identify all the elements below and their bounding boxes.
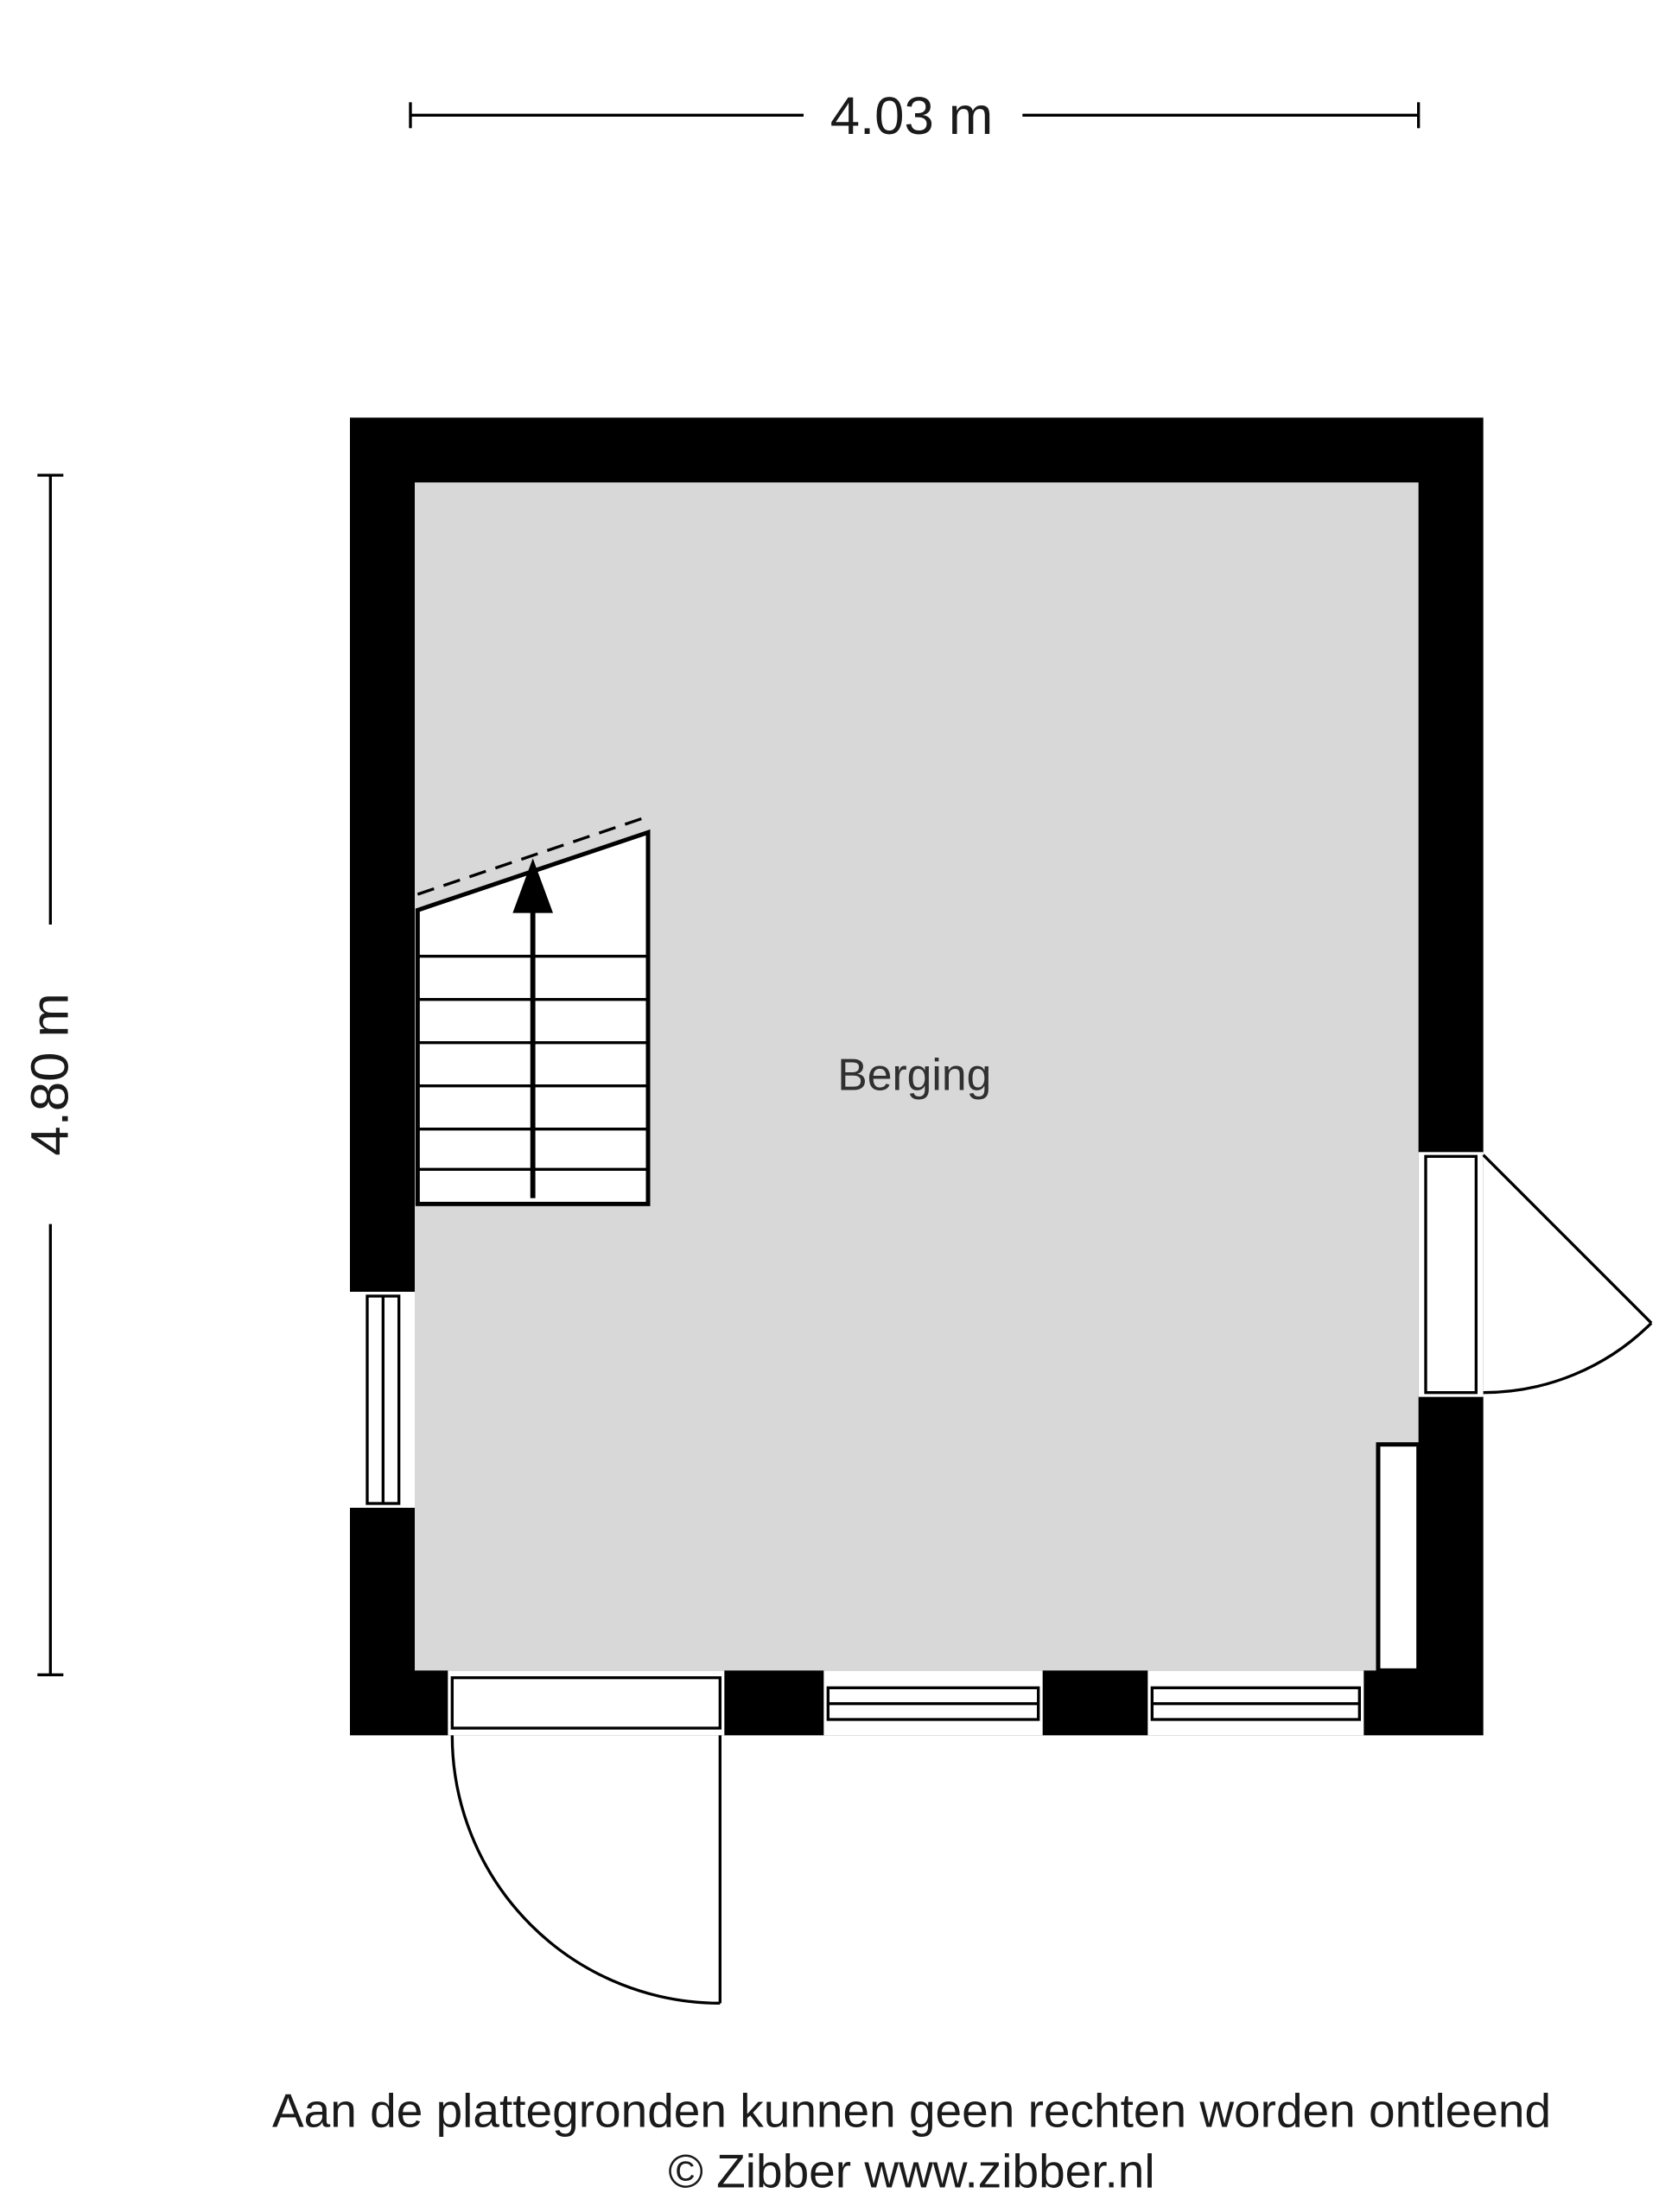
dimension-width — [409, 102, 1421, 129]
stairs-break-line — [416, 815, 649, 896]
wall-panel — [1376, 1442, 1421, 1673]
door-frame — [1424, 1154, 1478, 1395]
dimension-width-label: 4.03 m — [830, 86, 994, 146]
dimension-height-label: 4.80 m — [20, 993, 79, 1155]
door-right — [1418, 1152, 1653, 1397]
door-frame — [450, 1676, 721, 1730]
window-bottom-2 — [1147, 1670, 1364, 1736]
stairs — [415, 815, 651, 1206]
door-swing-arc — [1483, 1321, 1653, 1395]
window-bottom-1 — [823, 1670, 1043, 1736]
door-leaf — [1482, 1154, 1653, 1325]
door-bottom — [448, 1670, 725, 2005]
dimension-height — [37, 474, 64, 1676]
stairs-up-arrow-icon — [512, 858, 553, 913]
copyright-text: © Zibber www.zibber.nl — [668, 2145, 1154, 2198]
window-left — [350, 1292, 415, 1508]
door-swing-arc — [450, 1735, 721, 2005]
room-label: Berging — [837, 1050, 991, 1100]
disclaimer-text: Aan de plattegronden kunnen geen rechten… — [272, 2084, 1551, 2138]
